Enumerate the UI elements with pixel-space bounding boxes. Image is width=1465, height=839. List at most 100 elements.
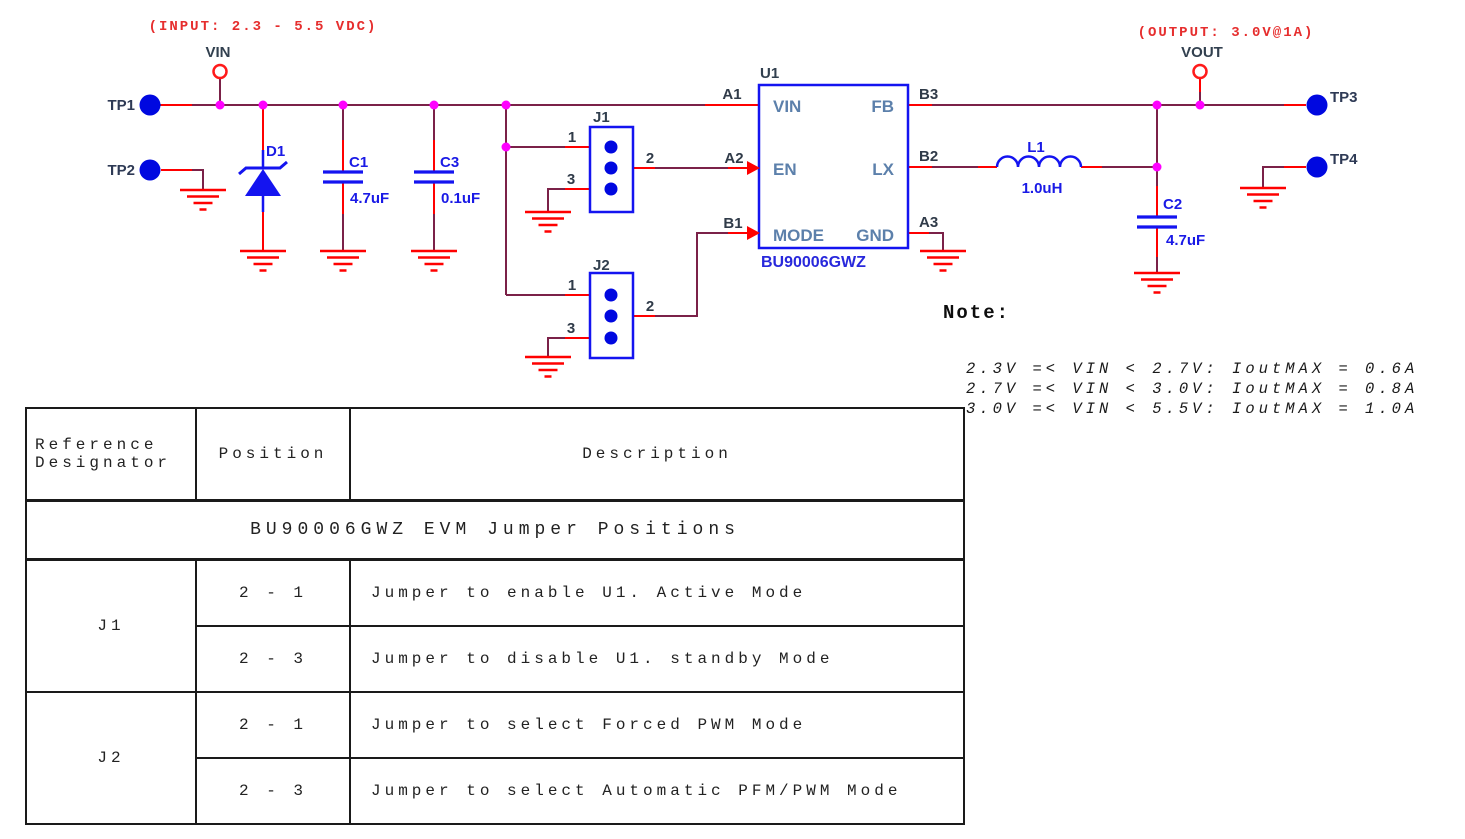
c3-ref-label: C3 (440, 154, 459, 171)
wire-j2-pin3 (547, 337, 590, 356)
j2-ref-label: J2 (593, 257, 610, 274)
u1-pin-gnd: GND (856, 226, 894, 245)
c2-ref-label: C2 (1163, 196, 1182, 213)
wire-tp4-gnd (1262, 166, 1306, 187)
c2-value-label: 4.7uF (1166, 232, 1205, 249)
j1-pin2-dot (604, 161, 618, 175)
description-cell: Jumper to select Automatic PFM/PWM Mode (349, 757, 965, 825)
ground-c1 (318, 249, 368, 272)
vout-terminal-icon (1192, 63, 1208, 80)
capacitor-c3 (412, 170, 456, 184)
l1-value-label: 1.0uH (1022, 180, 1063, 197)
pad-b1-label: B1 (723, 215, 742, 232)
note-title: Note: (943, 302, 1011, 324)
table-row: J1 2 - 1 Jumper to enable U1. Active Mod… (25, 558, 965, 693)
table-title-row: BU90006GWZ EVM Jumper Positions (25, 499, 965, 561)
inductor-l1 (995, 155, 1083, 168)
tp3-label: TP3 (1330, 89, 1358, 106)
testpoint-tp3 (1306, 94, 1328, 116)
zener-cathode-bar (238, 160, 288, 176)
table-header-row: Reference Designator Position Descriptio… (25, 407, 965, 502)
junction-dots (215, 100, 1205, 172)
c3-value-label: 0.1uF (441, 190, 480, 207)
schematic-canvas: (INPUT: 2.3 - 5.5 VDC) (OUTPUT: 3.0V@1A)… (107, 19, 1358, 378)
j1-pin2-label: 2 (646, 150, 654, 167)
ground-j2 (523, 355, 573, 378)
position-cell: 2 - 1 (195, 558, 351, 627)
table-row: J2 2 - 1 Jumper to select Forced PWM Mod… (25, 691, 965, 825)
j2-pin2-dot (604, 309, 618, 323)
position-cell: 2 - 1 (195, 691, 351, 759)
u1-part-label: BU90006GWZ (761, 254, 866, 271)
ground-j1 (523, 210, 573, 233)
zener-diode-d1 (238, 150, 288, 212)
zener-anode-triangle (245, 169, 281, 196)
pad-a3-label: A3 (919, 214, 938, 231)
u1-pin-vin: VIN (773, 97, 801, 116)
ground-c2 (1132, 271, 1182, 294)
j1-ref-label: J1 (593, 109, 610, 126)
u1-pin-mode: MODE (773, 226, 824, 245)
en-arrow-icon (747, 161, 760, 175)
j2-pin1-label: 1 (568, 277, 576, 294)
table-row: 2 - 3 Jumper to disable U1. standby Mode (26, 625, 965, 693)
capacitor-c2 (1135, 215, 1179, 229)
pad-b2-label: B2 (919, 148, 938, 165)
tp2-label: TP2 (107, 162, 135, 179)
position-cell: 2 - 3 (195, 625, 351, 693)
output-annotation: (OUTPUT: 3.0V@1A) (1138, 25, 1315, 41)
header-position: Position (195, 407, 351, 502)
j1-pin1-dot (604, 140, 618, 154)
d1-ref-label: D1 (266, 143, 285, 160)
j2-pin2-label: 2 (646, 298, 654, 315)
ref-cell-j2: J2 (25, 691, 197, 825)
note-line-1: 2.3V =< VIN < 2.7V: IoutMAX = 0.6A (966, 360, 1419, 378)
ic-u1-body (757, 83, 910, 250)
pad-a1-label: A1 (722, 86, 741, 103)
description-cell: Jumper to select Forced PWM Mode (349, 691, 965, 759)
j1-pin1-label: 1 (568, 129, 576, 146)
table-row: 2 - 3 Jumper to select Automatic PFM/PWM… (26, 757, 965, 825)
wire-j1-pin3 (547, 188, 590, 211)
pad-b3-label: B3 (919, 86, 938, 103)
u1-pin-fb: FB (871, 97, 894, 116)
j2-pin1-dot (604, 288, 618, 302)
capacitor-c1 (321, 170, 365, 184)
ground-tp2 (178, 188, 228, 211)
testpoint-tp2 (139, 159, 161, 181)
j2-pin3-dot (604, 331, 618, 345)
c1-ref-label: C1 (349, 154, 368, 171)
wire-gnd-pin (908, 232, 944, 250)
jumper-j2 (588, 271, 635, 360)
description-cell: Jumper to enable U1. Active Mode (349, 558, 965, 627)
tp4-label: TP4 (1330, 151, 1358, 168)
ground-tp4 (1238, 186, 1288, 209)
j1-pin3-dot (604, 182, 618, 196)
pin-stubs (161, 78, 1306, 339)
u1-ref-label: U1 (760, 65, 779, 82)
vin-net-label: VIN (205, 44, 230, 61)
note-line-2: 2.7V =< VIN < 3.0V: IoutMAX = 0.8A (966, 380, 1419, 398)
note-line-3: 3.0V =< VIN < 5.5V: IoutMAX = 1.0A (966, 400, 1419, 418)
position-cell: 2 - 3 (195, 757, 351, 825)
u1-pin-en: EN (773, 160, 797, 179)
tp1-label: TP1 (107, 97, 135, 114)
ref-cell-j1: J1 (25, 558, 197, 693)
jumper-j1 (588, 125, 635, 214)
input-annotation: (INPUT: 2.3 - 5.5 VDC) (149, 19, 378, 35)
mode-arrow-icon (747, 226, 760, 240)
jumper-positions-table: BU90006GWZ EVM Jumper Positions Referenc… (25, 407, 965, 825)
c1-value-label: 4.7uF (350, 190, 389, 207)
note-lines: 2.3V =< VIN < 2.7V: IoutMAX = 0.6A 2.7V … (966, 359, 1418, 419)
header-reference-designator: Reference Designator (25, 407, 197, 502)
ground-c3 (409, 249, 459, 272)
l1-ref-label: L1 (1027, 139, 1045, 156)
description-cell: Jumper to disable U1. standby Mode (349, 625, 965, 693)
table-title: BU90006GWZ EVM Jumper Positions (25, 499, 965, 561)
u1-pin-lx: LX (872, 160, 894, 179)
ground-u1-gnd (918, 249, 968, 272)
j1-pin3-label: 3 (567, 171, 575, 188)
ground-d1 (238, 249, 288, 272)
testpoint-tp1 (139, 94, 161, 116)
